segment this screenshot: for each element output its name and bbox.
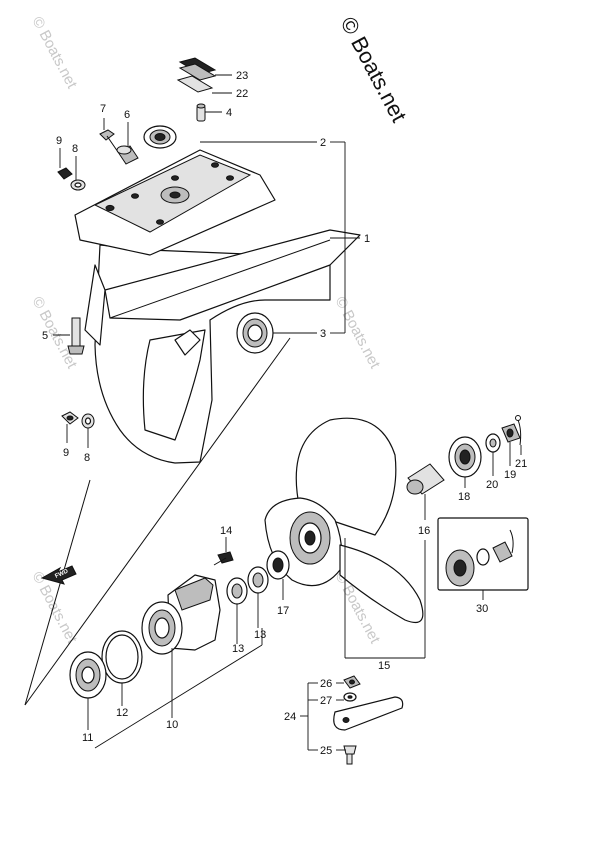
part-23-shim xyxy=(176,57,217,93)
leader-lines xyxy=(53,74,522,751)
part-14-bolt xyxy=(213,551,234,566)
guide-line-diagonal xyxy=(24,337,291,706)
part-10-shaft-housing xyxy=(141,574,221,655)
part-20-washer xyxy=(485,433,501,453)
guide-line-diagonal-2 xyxy=(24,479,91,706)
part-8-lower-washer xyxy=(81,413,95,429)
part-13-oil-seal-b xyxy=(247,566,269,594)
callout-8-lower: 8 xyxy=(84,452,90,464)
callout-13-a: 13 xyxy=(232,643,244,655)
callout-1: 1 xyxy=(364,233,370,245)
part-8-upper-washer xyxy=(70,179,86,191)
callout-22: 22 xyxy=(236,88,248,100)
fwd-label: FWD xyxy=(54,568,70,579)
part-5-bolt xyxy=(67,317,85,355)
callout-16: 16 xyxy=(418,525,430,537)
callout-11: 11 xyxy=(82,732,93,744)
callout-18: 18 xyxy=(458,491,470,503)
callout-13-b: 13 xyxy=(254,629,266,641)
part-17-oil-seal xyxy=(266,550,290,580)
callout-30: 30 xyxy=(476,603,488,615)
callout-9-lower: 9 xyxy=(63,447,69,459)
part-16-bushing xyxy=(406,463,445,495)
callout-14: 14 xyxy=(220,525,232,537)
watermark-faint-1: © Boats.net xyxy=(28,14,80,92)
part-30-kit xyxy=(437,517,529,591)
watermark-main: © Boats.net xyxy=(336,13,412,127)
part-7-bolt xyxy=(99,129,119,153)
callout-17: 17 xyxy=(277,605,289,617)
part-4-dowel-pin xyxy=(196,103,206,122)
part-27-washer xyxy=(343,692,357,702)
part-9-upper-bolt xyxy=(57,167,73,180)
callout-21: 21 xyxy=(515,458,527,470)
callout-19: 19 xyxy=(504,469,516,481)
callout-3: 3 xyxy=(320,328,326,340)
callout-26: 26 xyxy=(320,678,332,690)
callout-7: 7 xyxy=(100,103,106,115)
callout-24: 24 xyxy=(284,711,296,723)
callout-9-upper: 9 xyxy=(56,135,62,147)
part-19-nut xyxy=(501,423,521,443)
callout-20: 20 xyxy=(486,479,498,491)
callout-10: 10 xyxy=(166,719,178,731)
part-12-o-ring xyxy=(101,630,143,684)
part-18-spacer xyxy=(448,436,482,478)
callout-2: 2 xyxy=(320,137,326,149)
part-11-bearing xyxy=(69,651,107,699)
part-25-bolt xyxy=(343,745,357,765)
part-26-nut xyxy=(343,675,361,689)
part-3-oil-seal xyxy=(236,312,274,354)
callout-numbers: 23 22 4 2 1 3 7 6 9 8 5 9 8 14 17 13 13 … xyxy=(42,70,527,757)
callout-27: 27 xyxy=(320,695,332,707)
callout-8-upper: 8 xyxy=(72,143,78,155)
callout-23: 23 xyxy=(236,70,248,82)
callout-6: 6 xyxy=(124,109,130,121)
part-13-oil-seal-a xyxy=(226,577,248,605)
callout-15: 15 xyxy=(378,660,390,672)
upper-bearing xyxy=(143,125,177,149)
callout-12: 12 xyxy=(116,707,128,719)
part-9-lower-bolt xyxy=(61,411,79,425)
callout-25: 25 xyxy=(320,745,332,757)
callout-4: 4 xyxy=(226,107,232,119)
part-6-bushing xyxy=(116,145,139,165)
gear-case-housing xyxy=(74,149,361,464)
callout-5: 5 xyxy=(42,330,48,342)
part-21-cotter-pin xyxy=(515,415,522,446)
part-24-anode xyxy=(333,696,404,731)
fwd-arrow-icon: FWD xyxy=(40,565,77,585)
